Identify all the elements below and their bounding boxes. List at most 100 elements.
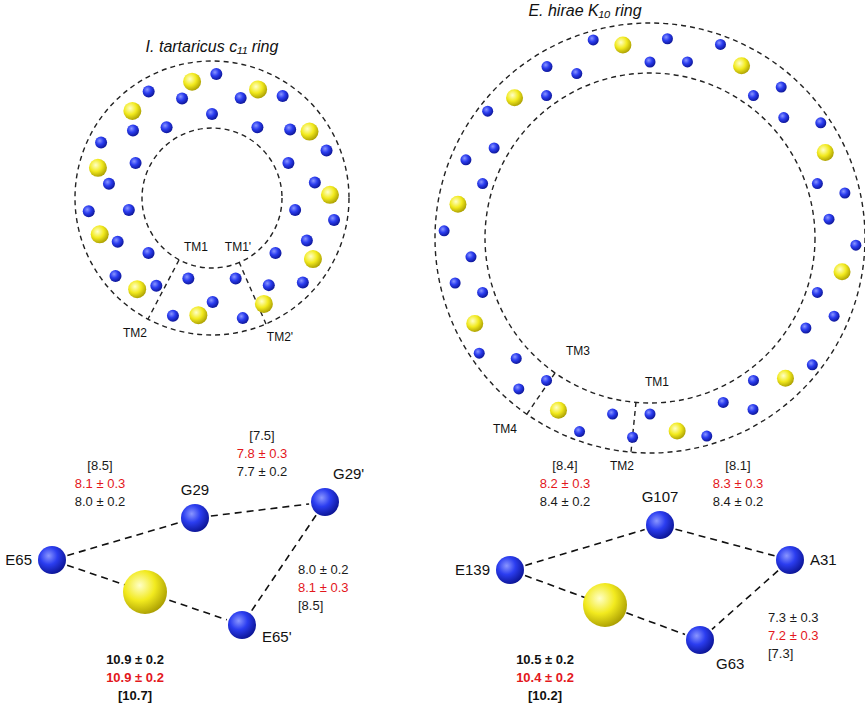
helix-residue bbox=[301, 235, 313, 247]
helix-residue bbox=[748, 404, 759, 415]
helix-residue bbox=[645, 409, 656, 420]
helix-residue bbox=[815, 117, 826, 128]
residue-sphere bbox=[227, 610, 257, 640]
helix-label: TM1 bbox=[645, 376, 669, 390]
helix-residue bbox=[829, 311, 840, 322]
residue-label: E65 bbox=[5, 551, 32, 568]
distance-value: 8.3 ± 0.3 bbox=[713, 477, 764, 492]
ring-title: I. tartaricus c₁₁ ring bbox=[146, 38, 279, 56]
distance-value: [8.5] bbox=[298, 599, 323, 614]
helix-residue bbox=[807, 359, 818, 370]
outer-ring-outline bbox=[75, 61, 349, 335]
helix-residue bbox=[130, 157, 142, 169]
helix-residue bbox=[95, 137, 107, 149]
residue-sphere bbox=[38, 546, 66, 574]
helix-residue bbox=[748, 375, 759, 386]
helix-residue bbox=[206, 108, 218, 120]
helix-residue bbox=[715, 39, 726, 50]
helix-residue bbox=[83, 205, 95, 217]
helix-residue bbox=[662, 33, 673, 44]
distance-line bbox=[525, 576, 685, 635]
helix-residue bbox=[289, 204, 301, 216]
helix-label: TM1 bbox=[184, 241, 208, 255]
residue-sphere bbox=[180, 503, 210, 533]
ion-sphere bbox=[466, 315, 483, 332]
distance-value: [7.3] bbox=[768, 647, 793, 662]
helix-residue bbox=[812, 178, 823, 189]
helix-residue bbox=[176, 92, 188, 104]
helix-label: TM2 bbox=[123, 327, 147, 341]
distance-value: [8.5] bbox=[87, 459, 112, 474]
helix-residue bbox=[328, 214, 340, 226]
distance-value: 10.9 ± 0.2 bbox=[106, 653, 164, 668]
distance-value: 10.4 ± 0.2 bbox=[516, 671, 574, 686]
helix-residue bbox=[477, 178, 488, 189]
distance-value: [10.7] bbox=[118, 689, 152, 704]
residue-label: G29 bbox=[181, 481, 209, 498]
distance-line bbox=[675, 529, 774, 556]
helix-residue bbox=[718, 397, 729, 408]
ion-sphere bbox=[733, 57, 750, 74]
residue-label: G63 bbox=[716, 655, 744, 672]
distance-value: [8.4] bbox=[552, 459, 577, 474]
distance-value: 8.1 ± 0.3 bbox=[298, 581, 349, 596]
residue-node: E139 bbox=[495, 555, 525, 585]
distance-value: 10.5 ± 0.2 bbox=[516, 653, 574, 668]
residue-node: G29 bbox=[180, 503, 210, 533]
residue-label: E139 bbox=[455, 561, 490, 578]
helix-residue bbox=[627, 432, 638, 443]
residue-sphere bbox=[496, 556, 524, 584]
helix-residue bbox=[282, 157, 294, 169]
ion-sphere bbox=[817, 144, 834, 161]
residue-node: A31 bbox=[775, 545, 805, 575]
helix-residue bbox=[161, 121, 173, 133]
ion-sphere bbox=[834, 263, 851, 280]
ion-sphere bbox=[614, 36, 631, 53]
helix-residue bbox=[277, 90, 289, 102]
residue-node: G107 bbox=[645, 510, 675, 540]
helix-residue bbox=[748, 90, 759, 101]
helix-residue bbox=[269, 247, 281, 259]
distance-value: 7.3 ± 0.3 bbox=[768, 611, 819, 626]
helix-residue bbox=[511, 353, 522, 364]
distance-value: [10.2] bbox=[528, 689, 562, 704]
helix-residue bbox=[235, 92, 247, 104]
residue-sphere bbox=[775, 545, 805, 575]
helix-residue bbox=[127, 124, 139, 136]
residue-label: A31 bbox=[810, 551, 837, 568]
distance-value: [8.1] bbox=[725, 459, 750, 474]
helix-residue bbox=[800, 323, 811, 334]
helix-residue bbox=[778, 112, 789, 123]
residue-sphere bbox=[228, 611, 256, 639]
helix-residue bbox=[489, 143, 500, 154]
helix-residue bbox=[210, 68, 222, 80]
helix-residue bbox=[251, 121, 263, 133]
helix-residue bbox=[460, 154, 471, 165]
helix-residue bbox=[439, 225, 450, 236]
helix-residue bbox=[123, 204, 135, 216]
residue-label: E65' bbox=[262, 628, 292, 645]
helix-residue bbox=[110, 270, 122, 282]
distance-value: 8.4 ± 0.2 bbox=[713, 495, 764, 510]
distance-line bbox=[525, 530, 644, 566]
ion-sphere bbox=[91, 225, 109, 243]
residue-sphere bbox=[37, 545, 67, 575]
helix-label: TM2 bbox=[610, 460, 634, 474]
residue-label: G107 bbox=[642, 488, 679, 505]
helix-residue bbox=[230, 273, 242, 285]
distance-value: 7.8 ± 0.3 bbox=[237, 447, 288, 462]
helix-residue bbox=[645, 57, 656, 68]
residue-sphere bbox=[495, 555, 525, 585]
distance-value: 7.2 ± 0.3 bbox=[768, 629, 819, 644]
ion-sphere bbox=[583, 583, 627, 627]
helix-residue bbox=[465, 251, 476, 262]
helix-residue bbox=[112, 236, 124, 248]
helix-residue bbox=[284, 123, 296, 135]
helix-residue bbox=[541, 61, 552, 72]
helix-residue bbox=[541, 90, 552, 101]
ion-sphere bbox=[255, 295, 273, 313]
